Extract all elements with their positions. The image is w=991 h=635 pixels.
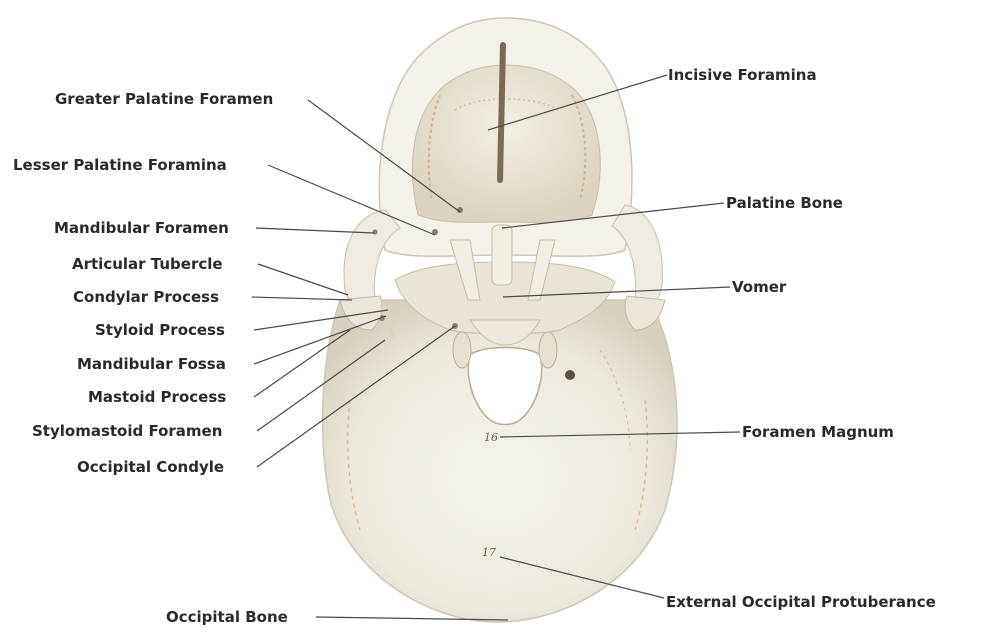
label-greater-palatine-foramen: Greater Palatine Foramen (55, 90, 273, 108)
label-mandibular-foramen: Mandibular Foramen (54, 219, 229, 237)
label-mandibular-fossa: Mandibular Fossa (77, 355, 226, 373)
model-tag-17: 17 (482, 546, 496, 559)
label-foramen-magnum: Foramen Magnum (742, 423, 894, 441)
label-lesser-palatine-foramina: Lesser Palatine Foramina (13, 156, 227, 174)
label-occipital-bone: Occipital Bone (166, 608, 288, 626)
label-condylar-process: Condylar Process (73, 288, 219, 306)
leader-articular-tubercle (258, 264, 348, 295)
pointer-rod (500, 45, 503, 180)
label-mastoid-process: Mastoid Process (88, 388, 226, 406)
hard-palate (412, 65, 600, 222)
label-occipital-condyle: Occipital Condyle (77, 458, 224, 476)
label-stylomastoid-foramen: Stylomastoid Foramen (32, 422, 222, 440)
label-external-occipital-protuberance: External Occipital Protuberance (666, 593, 936, 611)
model-tag-16: 16 (484, 431, 498, 444)
label-vomer: Vomer (732, 278, 786, 296)
label-incisive-foramina: Incisive Foramina (668, 66, 817, 84)
zygomatic-arch-left (344, 210, 400, 307)
label-palatine-bone: Palatine Bone (726, 194, 843, 212)
label-articular-tubercle: Articular Tubercle (72, 255, 223, 273)
label-styloid-process: Styloid Process (95, 321, 225, 339)
leader-condylar-process (252, 297, 352, 300)
